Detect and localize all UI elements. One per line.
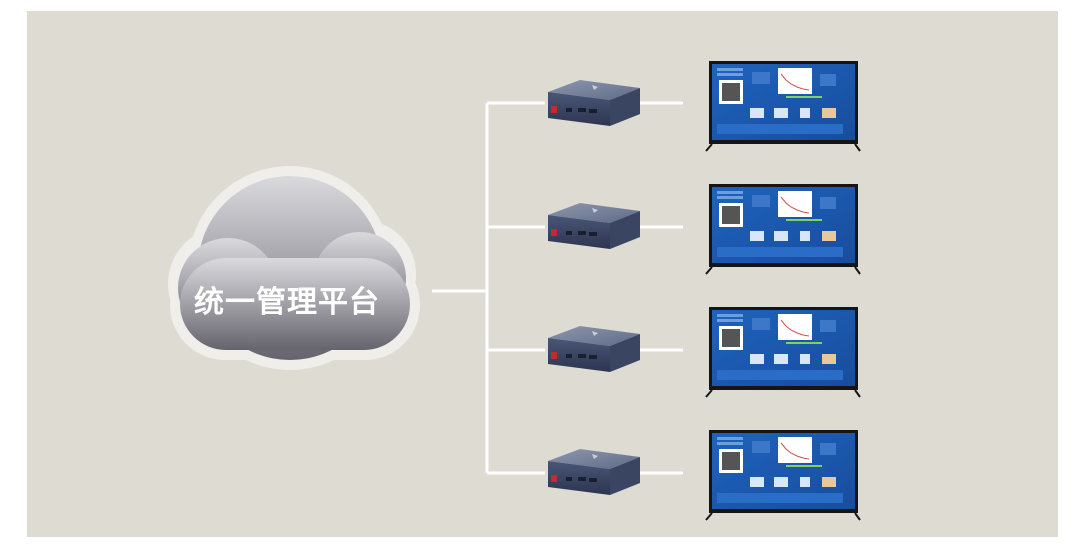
tv-display-1 xyxy=(705,61,861,152)
mini-pc-box-4 xyxy=(548,449,640,495)
connector-lines xyxy=(432,101,683,475)
tv-display-4 xyxy=(705,430,861,521)
cloud-shape xyxy=(178,176,410,360)
tv-display-2 xyxy=(705,184,861,275)
cloud-node: 统一管理平台 xyxy=(168,166,420,370)
mini-pc-box-2 xyxy=(548,203,640,249)
cloud-label: 统一管理平台 xyxy=(194,285,380,320)
mini-pc-box-3 xyxy=(548,326,640,372)
mini-pc-box-1 xyxy=(548,80,640,126)
tv-display-3 xyxy=(705,307,861,398)
